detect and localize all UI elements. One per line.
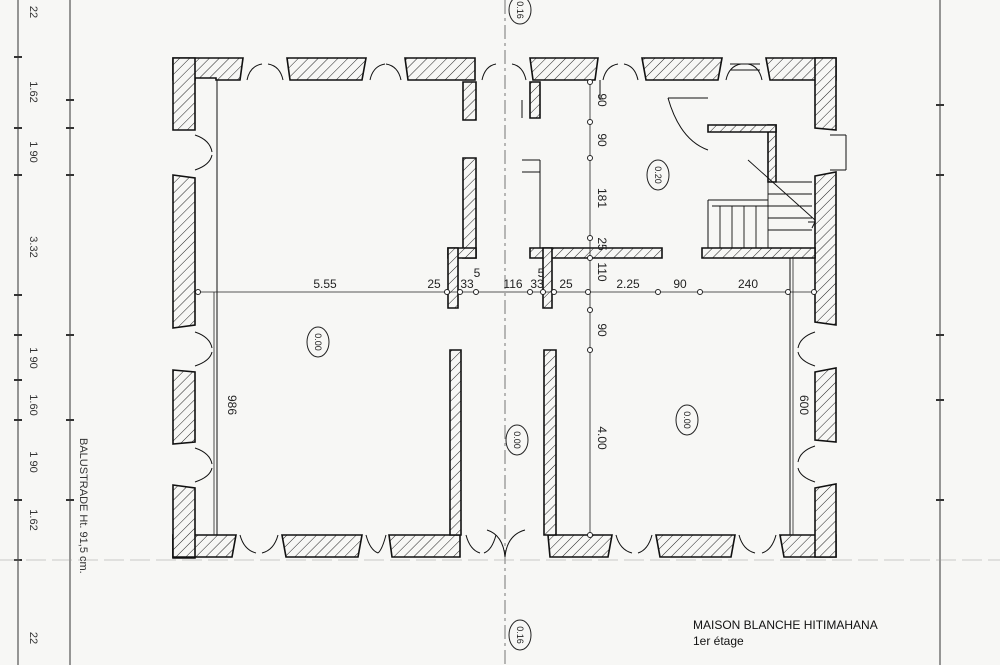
dim-label: 33 <box>530 277 544 291</box>
dimension-lines <box>195 79 817 538</box>
edge-mark: 1 90 <box>27 141 39 162</box>
dim-label: 116 <box>503 277 522 291</box>
dim-label: 4.00 <box>595 426 609 450</box>
edge-mark: 3.32 <box>27 236 39 257</box>
exterior-walls <box>172 57 837 559</box>
dim-label: 5 <box>538 266 545 280</box>
level-marker-label: 0.00 <box>313 333 323 351</box>
dim-label: 90 <box>595 93 609 107</box>
dim-label: 25 <box>559 277 573 291</box>
dim-label: 25 <box>595 237 609 251</box>
dim-label: 986 <box>225 395 239 415</box>
edge-mark: 1.60 <box>27 394 39 415</box>
horizontal-dimensions: 5.55 25 33 5 116 33 5 25 2.25 90 240 <box>313 266 758 291</box>
left-edge-marks: 22 1.62 1 90 3.32 1 90 1.60 1 90 1.62 22 <box>27 6 39 644</box>
dim-label: 33 <box>460 277 474 291</box>
dim-label: 181 <box>595 188 609 208</box>
doors-and-details <box>194 63 847 558</box>
edge-mark: 22 <box>27 632 39 644</box>
edge-mark: 1 90 <box>27 451 39 472</box>
edge-mark: 1.62 <box>27 81 39 102</box>
edge-mark: 1 90 <box>27 347 39 368</box>
drawing-title: MAISON BLANCHE HITIMAHANA <box>693 618 878 632</box>
level-markers: 0.16 0.20 0.00 0.00 0.00 0.16 <box>306 0 699 651</box>
dim-label: 600 <box>797 395 811 415</box>
dim-label: 90 <box>673 277 687 291</box>
dim-label: 5 <box>474 266 481 280</box>
interior-walls <box>447 81 816 536</box>
level-marker-label: 0.20 <box>653 166 663 184</box>
dim-label: 90 <box>595 323 609 337</box>
drawing-subtitle: 1er étage <box>693 634 744 648</box>
dim-label: 2.25 <box>616 277 640 291</box>
balustrade-note: BALUSTRADE Ht. 91,5 cm. <box>77 438 89 574</box>
edge-mark: 22 <box>27 6 39 18</box>
vertical-dimensions: 90 90 181 25 110 90 4.00 986 600 <box>225 93 811 450</box>
level-marker-label: 0.00 <box>682 411 692 429</box>
level-marker-label: 0.16 <box>515 626 525 644</box>
dim-label: 5.55 <box>313 277 337 291</box>
level-marker-label: 0.16 <box>515 1 525 19</box>
dim-label: 25 <box>427 277 441 291</box>
dim-label: 110 <box>595 262 609 281</box>
dim-label: 240 <box>738 277 758 291</box>
dim-label: 90 <box>595 133 609 147</box>
level-marker-label: 0.00 <box>512 431 522 449</box>
edge-mark: 1.62 <box>27 509 39 530</box>
